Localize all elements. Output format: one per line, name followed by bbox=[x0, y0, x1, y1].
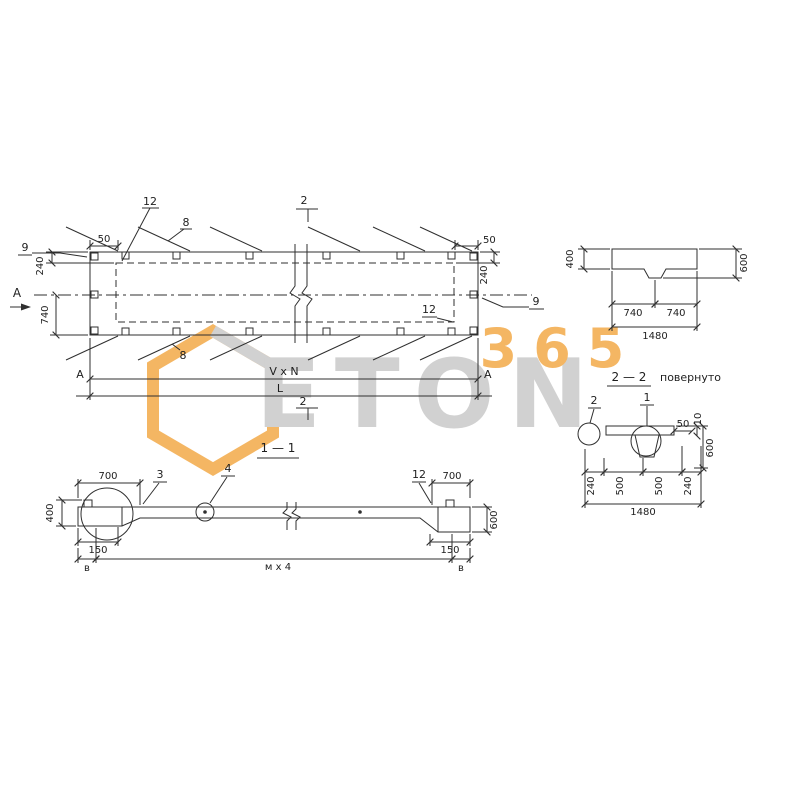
plan-section-mark-bottom: 2 bbox=[296, 395, 318, 420]
plan-dim-8-bottom: 8 bbox=[171, 343, 187, 362]
plan-section-mark-bottom-label: 2 bbox=[300, 395, 307, 408]
section-2-2-dim-10-label: 10 bbox=[693, 413, 704, 426]
plan-axis-a-left-label: A bbox=[13, 286, 22, 300]
plan-section-mark-top-label: 2 bbox=[301, 194, 308, 207]
section-1-1-callout-3-label: 3 bbox=[157, 468, 164, 481]
end-view-dim-600: 600 bbox=[663, 245, 750, 282]
plan-dim-50-left: 50 bbox=[86, 234, 122, 250]
section-1-1-dim-600-label: 600 bbox=[489, 510, 500, 529]
section-2-2-dim-240-right-label: 240 bbox=[683, 476, 694, 495]
section-2-2-callout-1-label: 1 bbox=[644, 391, 651, 404]
section-2-2-dim-10: 10 bbox=[693, 413, 704, 440]
section-2-2-dims-bottom: 240 500 500 240 1480 bbox=[581, 446, 705, 518]
section-1-1-callout-12: 12 bbox=[412, 468, 432, 504]
end-view-outline bbox=[611, 248, 698, 279]
plan-section-mark-top: 2 bbox=[296, 194, 318, 222]
section-2-2: 2 — 2 повернуто 2 1 50 10 bbox=[577, 370, 721, 518]
plan-dim-length-label: L bbox=[277, 382, 284, 395]
section-2-2-title-label: 2 — 2 bbox=[612, 370, 647, 384]
plan-dim-240-left-label: 240 bbox=[35, 256, 46, 275]
section-2-2-profile bbox=[605, 425, 675, 458]
section-1-1-callout-4-label: 4 bbox=[225, 462, 232, 475]
plan-axis-a-left: A bbox=[10, 286, 31, 311]
beton-hexagon-logo bbox=[147, 324, 279, 476]
section-1-1-dim-150-left: 150 bbox=[74, 527, 122, 556]
section-2-2-subtitle-label: повернуто bbox=[660, 371, 721, 384]
plan-beam-outline bbox=[34, 226, 532, 361]
end-view: 400 600 740 740 1480 bbox=[565, 245, 750, 342]
plan-dim-240-right-label: 240 bbox=[479, 265, 490, 284]
plan-callout-9-left: 9 bbox=[18, 241, 88, 258]
end-view-dim-400-label: 400 bbox=[565, 249, 576, 268]
end-view-dims-bottom: 740 740 1480 bbox=[608, 271, 701, 342]
plan-callout-12-right-label: 12 bbox=[422, 303, 436, 316]
plan-dim-width-label: V x N bbox=[269, 365, 298, 378]
plan-dim-8-bottom-label: 8 bbox=[180, 349, 187, 362]
plan-axis-a-bottom-left-label: A bbox=[76, 368, 84, 381]
section-2-2-dim-500-left-label: 500 bbox=[615, 476, 626, 495]
plan-dim-8-top-label: 8 bbox=[183, 216, 190, 229]
section-2-2-dim-50-label: 50 bbox=[677, 419, 690, 430]
section-2-2-dim-1480-label: 1480 bbox=[630, 507, 655, 518]
end-view-dim-400: 400 bbox=[565, 245, 610, 273]
plan-axis-a-bottom-left: A bbox=[76, 338, 91, 386]
section-1-1-callout-12-label: 12 bbox=[412, 468, 426, 481]
plan-callout-9-right: 9 bbox=[481, 295, 544, 310]
plan-dim-50-left-label: 50 bbox=[98, 234, 111, 245]
plan-axis-a-bottom-right-label: A bbox=[484, 368, 492, 381]
plan-dim-50-right: 50 bbox=[451, 235, 496, 250]
section-1-1-title-label: 1 — 1 bbox=[261, 441, 296, 455]
section-1-1-dim-700-right-label: 700 bbox=[442, 471, 461, 482]
plan-callout-12-top: 12 bbox=[121, 195, 159, 262]
section-1-1-dim-150-left-label: 150 bbox=[88, 545, 107, 556]
end-view-dim-1480-label: 1480 bbox=[642, 331, 667, 342]
section-1-1-callout-4: 4 bbox=[209, 462, 235, 504]
section-1-1-detail-circles bbox=[80, 487, 215, 541]
plan-view: 12 2 8 50 9 240 bbox=[10, 194, 544, 420]
section-1-1-callout-3: 3 bbox=[142, 468, 167, 505]
plan-callout-9-right-label: 9 bbox=[533, 295, 540, 308]
section-2-2-dim-600-label: 600 bbox=[705, 438, 716, 457]
plan-dim-240-left: 240 bbox=[35, 248, 114, 276]
section-1-1-outline bbox=[77, 499, 471, 533]
watermark: ETON 365 bbox=[147, 317, 641, 476]
section-2-2-dim-50: 50 bbox=[670, 419, 696, 435]
section-1-1-dim-400-label: 400 bbox=[45, 503, 56, 522]
section-2-2-title: 2 — 2 повернуто bbox=[607, 370, 721, 387]
end-view-dim-740-left-label: 740 bbox=[623, 308, 642, 319]
plan-dim-length: L bbox=[76, 382, 492, 400]
plan-dim-8-top: 8 bbox=[167, 216, 192, 242]
section-1-1-dim-mx4-label: м х 4 bbox=[265, 562, 291, 573]
section-1-1-dim-600: 600 bbox=[472, 503, 500, 536]
section-1-1-dims-bottom: в м х 4 в bbox=[74, 528, 474, 574]
section-2-2-dim-240-left-label: 240 bbox=[586, 476, 597, 495]
watermark-number-text: 365 bbox=[480, 317, 641, 380]
plan-dim-740-left-label: 740 bbox=[40, 305, 51, 324]
section-1-1-dim-700-left: 700 bbox=[74, 471, 144, 505]
plan-callout-12-right: 12 bbox=[422, 303, 454, 323]
section-2-2-callout-2-label: 2 bbox=[591, 394, 598, 407]
section-1-1-dim-150-right: 150 bbox=[426, 534, 474, 556]
section-2-2-dim-500-right-label: 500 bbox=[654, 476, 665, 495]
end-view-dim-600-label: 600 bbox=[739, 253, 750, 272]
section-1-1: 1 — 1 3 4 bbox=[45, 441, 500, 574]
plan-callout-9-left-label: 9 bbox=[22, 241, 29, 254]
section-1-1-dim-b-right-label: в bbox=[458, 563, 464, 574]
section-1-1-dim-150-right-label: 150 bbox=[440, 545, 459, 556]
plan-dim-width: V x N bbox=[86, 365, 482, 383]
section-1-1-dim-400: 400 bbox=[45, 496, 82, 530]
section-1-1-dim-700-left-label: 700 bbox=[98, 471, 117, 482]
section-1-1-title: 1 — 1 bbox=[257, 441, 299, 459]
plan-dim-740-left: 740 bbox=[40, 291, 88, 339]
end-view-dim-740-right-label: 740 bbox=[666, 308, 685, 319]
plan-dim-240-right: 240 bbox=[456, 248, 500, 285]
section-1-1-dim-700-right: 700 bbox=[428, 471, 474, 505]
section-1-1-dim-b-left-label: в bbox=[84, 563, 90, 574]
section-2-2-callout-2: 2 bbox=[577, 394, 601, 446]
plan-callout-12-top-label: 12 bbox=[143, 195, 157, 208]
plan-dim-50-right-label: 50 bbox=[483, 235, 496, 246]
